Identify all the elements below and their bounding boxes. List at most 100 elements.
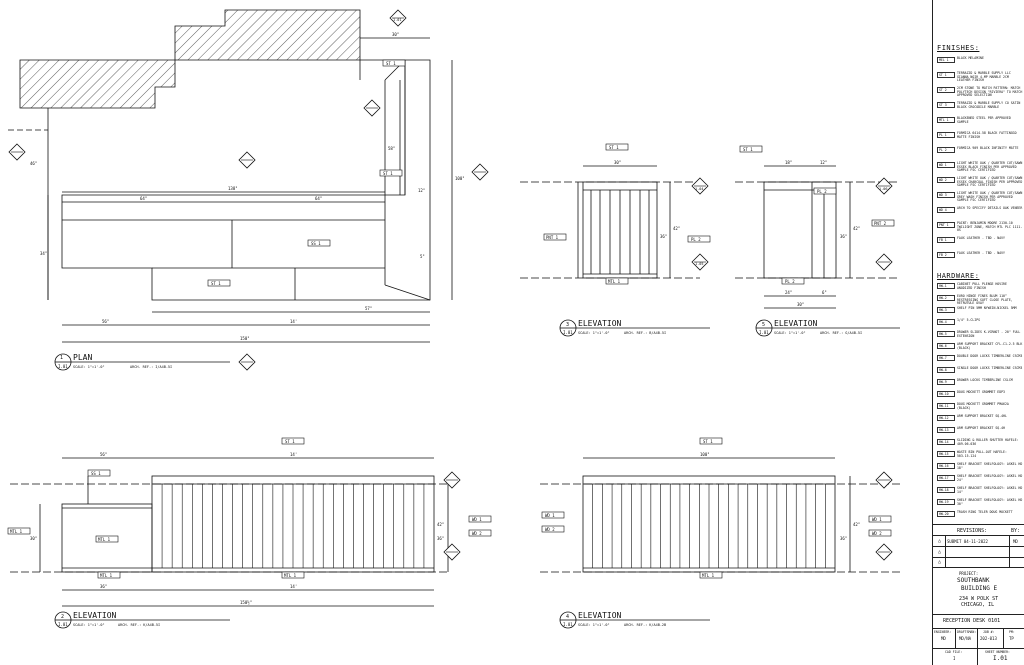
finishes-description: PAINT: BENJAMIN MOORE 2130-10 TWILIGHT Z… [957,221,1023,233]
material-tags [7,59,895,579]
elev4-sheet: I.01 [563,622,573,627]
cad-file-value: I [953,656,956,661]
hardware-tag: HW-12 [937,415,955,421]
elev4-ref: ARCH. REF.: K/A4B-2B [624,623,666,627]
plan-dim-v-left: 46" [30,161,37,166]
tag-pnt2-a: PNT 2 [874,221,887,226]
elev5-title: ELEVATION [774,319,818,328]
tag-st1-e: ST 1 [743,147,753,152]
hardware-tag: HW-15 [937,451,955,457]
elev2-dim-bot-left: 36" [100,584,107,589]
pm-label: PM: [1009,630,1015,634]
hardware-tag: HW-10 [937,391,955,397]
finishes-tag: WD 2 [937,177,955,183]
hardware-tag: HW-7 [937,355,955,361]
finishes-tag: WD 3 [937,192,955,198]
hardware-description: CABINET PULL PLENGE HOVIRE ANODIZED FINI… [957,282,1007,290]
elevation-4-view [540,457,900,573]
project-address-line2: CHICAGO, IL [961,602,995,608]
elevation-4-slats [592,484,826,568]
finishes-tag: ST 1 [937,72,955,78]
finishes-description: FORMICA 6414-58 BLACK FATTINGGO MATTE FI… [957,131,1017,139]
tag-pl2-c: PL 2 [785,279,795,284]
hardware-description: DRAWER LOCKS TIMBERLINE CSLCM [957,378,1013,382]
elev2-ref: ARCH. REF.: K/A4B-5I [118,623,160,627]
plan-dim-left-low: 56" [102,319,109,324]
elev2-dim-left: 56" [100,452,107,457]
hardware-tag: HW-5 [937,331,955,337]
hardware-description: WASTE BIN PULL-OUT HAFELE: 503.15.124 [957,450,1007,458]
elev3-sheet: I.01 [563,330,573,335]
hardware-description: SHELF BRACKET SHELFOLOGY: ASKEL HD 18" [957,462,1023,470]
hardware-tag: HW-3 [937,307,955,313]
plan-dim-half-right: 64" [315,196,322,201]
tag-lb3: 1.06 [879,187,887,191]
hardware-tag: HW-18 [937,487,955,493]
hardware-tag: HW-4 [937,319,955,325]
hardware-tag: HW-16 [937,463,955,469]
elev5-scale: SCALE: 1"=1'-0" [774,331,806,335]
elev2-title: ELEVATION [73,611,117,620]
plan-sheet: I.01 [58,364,68,369]
plan-dim-v-5: 5" [420,254,425,259]
elevation-2-view [10,457,450,607]
project-address-line1: 234 W POLK ST [959,596,999,602]
rev-triangle-icon: △ [938,549,942,555]
finishes-heading: FINISHES: [937,44,980,52]
hardware-description: EURO HINGE FINES BLUM 110° RESTRESSING S… [957,294,1013,306]
finishes-tag: ST 3 [937,102,955,108]
plan-dim-overall: 138" [228,186,238,191]
hardware-description: ARM SUPPORT BRACKET SQ-4H [957,426,1005,430]
elev3-dim-top: 30" [614,160,621,165]
plan-dim-v-34: 34" [40,251,47,256]
hardware-description: SHELF BRACKET SHELFOLOGY: ASKEL HD 30" [957,498,1023,506]
hardware-description: DOUG MOCKETT GROMMET PMA62A (BLACK) [957,402,1009,410]
tag-wd2-c: WD 2 [872,531,882,536]
elev4-dim-top: 100" [700,452,710,457]
elev5-num: 5 [762,322,765,328]
finishes-description: LIGHT WHITE OAK / QUARTER CUT/SAWN ESSEX… [957,176,1023,188]
finishes-tag: ST 2 [937,87,955,93]
tag-wd1-b: WD 1 [545,513,555,518]
hardware-description: TRASH RING TELER DOUG MOCKETT [957,510,1013,514]
revision-entry-by: MD [1013,539,1018,544]
plan-num: 1 [60,355,63,361]
tag-lb2: 1.05 [695,262,703,266]
pm-value: TP [1009,636,1014,641]
tag-wd1-a: WD 1 [472,517,482,522]
hardware-description: SHELF BRACKET SHELFOLOGY: ASKEL HD 14" [957,486,1023,494]
plan-title: PLAN [73,353,92,362]
elev3-ref: ARCH. REF.: B/A4B-5I [624,331,666,335]
tag-wd2-b: WD 2 [545,527,555,532]
elev2-dim-h1: 42" [437,522,444,527]
elev2-num: 2 [61,614,64,620]
plan-dim-v-12: 12" [418,188,425,193]
plan-dim-bottom: 150" [240,336,250,341]
tag-st1-c: ST 1 [211,281,221,286]
finishes-description: 2CM STONE TO MATCH PATTERN: MATCH POLYTE… [957,86,1023,98]
finishes-description: BLACKENED STEEL PER APPROVED SAMPLE [957,116,1011,124]
elev5-dim-h2: 36" [840,234,847,239]
finishes-tag: WD 1 [937,162,955,168]
plan-dim-top: 30" [392,32,399,37]
finishes-description: FORMICA 909 BLACK INFINITY MATTE [957,146,1019,150]
hardware-description: SHELF PIN 5MM NYWEIN-NICKEL 5MM [957,306,1017,310]
tag-wd2-a: WD 2 [472,531,482,536]
elev4-dim-h: 42" [853,522,860,527]
